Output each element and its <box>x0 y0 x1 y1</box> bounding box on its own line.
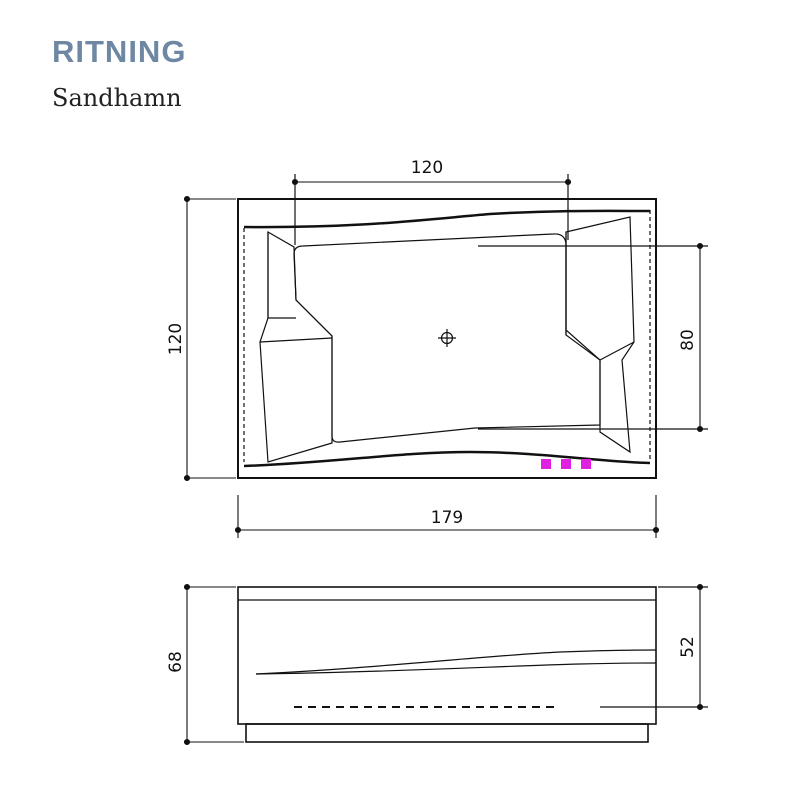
dim-label-inner-width: 120 <box>411 158 443 178</box>
dim-label-height: 68 <box>166 651 186 673</box>
dimension-inner-depth <box>696 242 704 433</box>
dimension-depth <box>183 195 236 482</box>
dimension-length <box>234 495 660 538</box>
side-curve-upper <box>255 649 657 675</box>
backrest-left-fold <box>259 232 333 343</box>
rim-curve-top <box>243 209 651 229</box>
dim-label-length: 179 <box>431 508 463 528</box>
control-buttons <box>541 459 591 469</box>
dim-label-inner-height: 52 <box>678 636 698 658</box>
tub-base-side <box>245 723 649 743</box>
side-view <box>237 586 708 743</box>
dimension-inner-width <box>291 178 572 186</box>
dimension-height <box>183 583 244 746</box>
dimension-inner-height <box>696 583 704 711</box>
backrest-left <box>259 230 333 463</box>
basin-outline <box>293 233 601 443</box>
tub-outline-top <box>237 198 657 479</box>
dim-label-depth: 120 <box>166 323 186 355</box>
top-view <box>237 174 708 479</box>
backrest-right-fold <box>565 232 635 361</box>
control-button-1-icon <box>541 459 551 469</box>
product-name: Sandhamn <box>52 84 182 112</box>
control-button-2-icon <box>561 459 571 469</box>
control-button-3-icon <box>581 459 591 469</box>
dim-label-inner-depth: 80 <box>678 329 698 351</box>
backrest-right <box>565 216 635 454</box>
drawing-title: RITNING <box>52 34 187 69</box>
rim-curve-bottom <box>243 450 651 468</box>
tub-outline-side <box>237 586 657 725</box>
side-curve-lower <box>255 662 657 675</box>
